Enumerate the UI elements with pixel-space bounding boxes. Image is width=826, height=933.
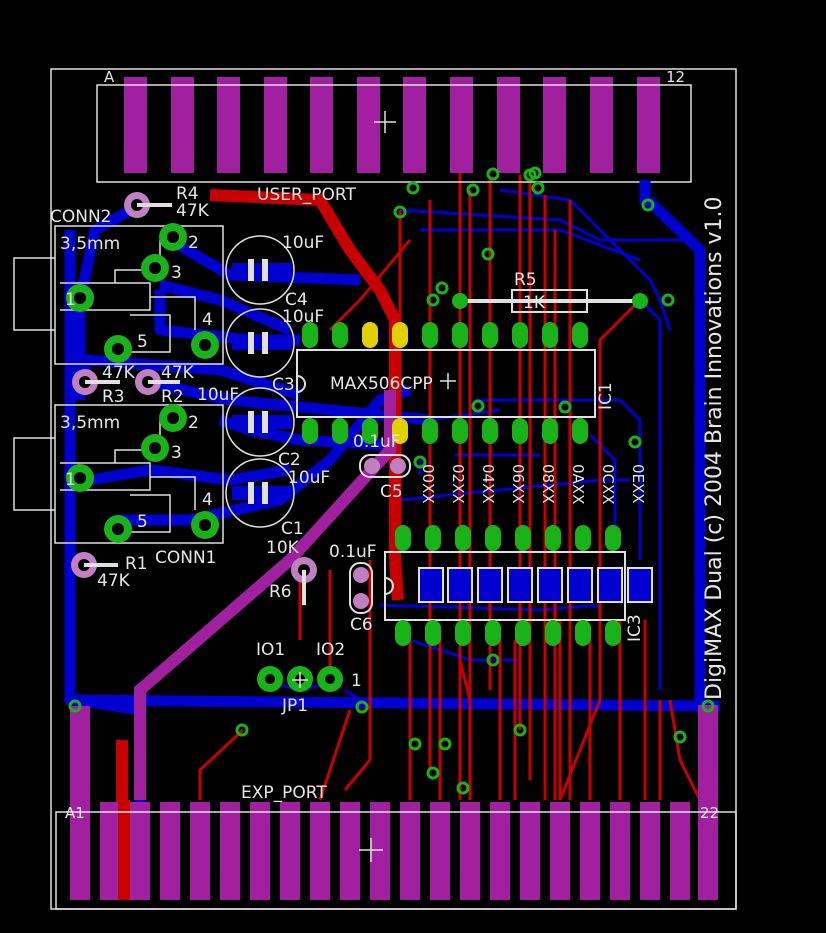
exp-port-label: EXP_PORT (241, 783, 327, 803)
c5-value: 0.1uF (353, 432, 401, 452)
ic1-chip (296, 322, 596, 444)
conn2-pin5-label: 5 (137, 332, 148, 352)
c3-label: C3 (272, 375, 295, 395)
small-resistors (71, 192, 317, 605)
r2-value: 47K (161, 363, 195, 383)
c4-value: 10uF (282, 233, 324, 253)
board-title: DigiMAX Dual (c) 2004 Brain Innovations … (702, 196, 727, 700)
user-port-label: USER_PORT (257, 185, 356, 205)
r3-label: R3 (102, 387, 125, 407)
conn1-pin1-label: 1 (65, 470, 76, 490)
jp1-pin1-label: 1 (351, 671, 362, 691)
conn2-pin3-label: 3 (171, 263, 182, 283)
jp1-label: JP1 (281, 696, 308, 716)
ic3-dip-switch (384, 525, 653, 646)
ceramic-capacitors (349, 454, 411, 614)
r6-value: 10K (266, 538, 300, 558)
dip-address-label: 02XX (449, 464, 467, 504)
dip-address-label: 0CXX (599, 464, 617, 505)
c4-label: C4 (285, 290, 308, 310)
io2-label: IO2 (316, 640, 345, 660)
r6-label: R6 (269, 582, 292, 602)
user-port-pin-last: 12 (666, 68, 685, 86)
c6-label: C6 (350, 615, 373, 635)
c5-label: C5 (380, 482, 403, 502)
c1-value: 10uF (288, 468, 330, 488)
r5-value: 1K (523, 293, 546, 313)
conn2-pin2-label: 2 (188, 233, 199, 253)
r1-label: R1 (125, 554, 148, 574)
user-port-pin-first: A (104, 68, 115, 86)
conn1-pin3-label: 3 (171, 443, 182, 463)
electrolytic-capacitors (225, 235, 295, 528)
vias (68, 166, 715, 795)
conn1-pin5-label: 5 (137, 512, 148, 532)
dip-address-label: 0EXX (629, 464, 647, 504)
r4-value: 47K (176, 201, 210, 221)
r2-label: R2 (161, 387, 184, 407)
r4-label: R4 (176, 184, 199, 204)
conn1-pin4-label: 4 (202, 490, 213, 510)
ic3-label: IC3 (625, 614, 645, 642)
exp-port-pin-last: 22 (700, 804, 719, 822)
conn1-pin2-label: 2 (188, 413, 199, 433)
c1-label: C1 (281, 519, 304, 539)
dip-address-label: 08XX (539, 464, 557, 504)
conn1-label: CONN1 (155, 548, 217, 568)
c6-value: 0.1uF (329, 542, 377, 562)
conn2-label: CONN2 (50, 207, 112, 227)
r3-value: 47K (102, 363, 136, 383)
ic1-part-label: MAX506CPP (330, 374, 433, 394)
user-port-pads (124, 77, 660, 173)
c2-value: 10uF (197, 385, 239, 405)
user-port-center-cross (374, 111, 396, 133)
conn2-pin4-label: 4 (202, 310, 213, 330)
dip-address-label: 0AXX (569, 464, 587, 504)
conn1-size: 3,5mm (60, 413, 120, 433)
r1-value: 47K (97, 571, 131, 591)
dip-address-labels: 00XX 02XX 04XX 06XX 08XX 0AXX 0CXX 0EXX (419, 464, 647, 505)
dip-address-label: 00XX (419, 464, 437, 504)
top-power-diagonal (134, 390, 396, 800)
conn2-size: 3,5mm (60, 234, 120, 254)
exp-port-pads (70, 705, 718, 900)
exp-port-outline (55, 811, 737, 910)
io1-label: IO1 (256, 640, 285, 660)
dip-address-label: 06XX (509, 464, 527, 504)
c3-value: 10uF (282, 307, 324, 327)
r5-label: R5 (514, 270, 537, 290)
dip-address-label: 04XX (479, 464, 497, 504)
exp-port-pin-first: A1 (65, 804, 85, 822)
user-port-outline (96, 84, 692, 183)
conn2-pin1-label: 1 (65, 290, 76, 310)
c2-label: C2 (278, 450, 301, 470)
r5-resistor (452, 289, 648, 313)
top-copper-traces (198, 170, 702, 801)
ic1-label: IC1 (596, 382, 616, 410)
exp-port-center-cross (359, 838, 383, 862)
